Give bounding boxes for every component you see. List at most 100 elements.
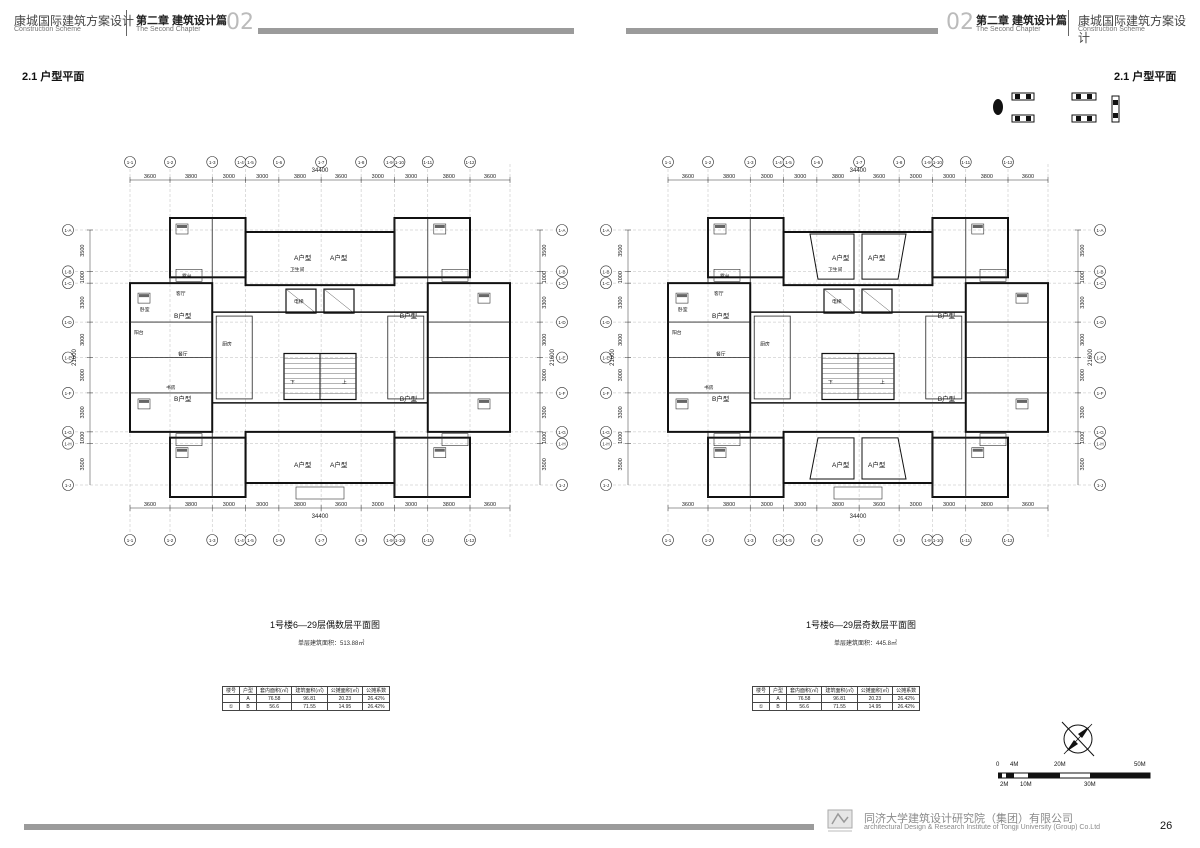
axis-label: 1-8 bbox=[358, 160, 365, 165]
axis-label: 1-G bbox=[602, 430, 610, 435]
table-header-cell: 公摊系数 bbox=[362, 686, 391, 695]
axis-label: 1-D bbox=[1096, 320, 1104, 325]
room-label: 书房 bbox=[166, 384, 176, 391]
dimension-value: 3000 bbox=[80, 334, 86, 346]
axis-label: 1-7 bbox=[318, 160, 325, 165]
bed-pillow bbox=[434, 448, 445, 452]
bed-pillow bbox=[177, 448, 187, 452]
axis-label: 1-3 bbox=[209, 160, 216, 165]
axis-bubble bbox=[315, 156, 327, 168]
axis-bubble bbox=[355, 534, 367, 546]
axis-label: 1-12 bbox=[1003, 538, 1013, 543]
bed-furniture bbox=[477, 398, 491, 410]
balcony bbox=[713, 433, 741, 446]
axis-label: 1-E bbox=[64, 356, 71, 361]
table-cell: 14.95 bbox=[326, 702, 364, 711]
void-space bbox=[809, 233, 855, 280]
unit-a-top-middle bbox=[244, 231, 396, 287]
axis-label: 1-F bbox=[603, 391, 610, 396]
bed-pillow bbox=[972, 448, 983, 452]
dimension-value: 1000 bbox=[1080, 271, 1086, 283]
axis-label: 1-J bbox=[65, 483, 71, 488]
bed-furniture bbox=[433, 223, 447, 235]
dimension-value: 3300 bbox=[542, 406, 548, 418]
balcony bbox=[441, 269, 469, 282]
axis-label: 1-J bbox=[603, 483, 609, 488]
axis-bubble bbox=[62, 387, 74, 399]
axis-bubble bbox=[853, 156, 865, 168]
axis-bubble bbox=[124, 156, 136, 168]
room-label: 上 bbox=[880, 379, 885, 386]
axis-label: 1-C bbox=[64, 281, 72, 286]
axis-label: 1-5 bbox=[785, 160, 792, 165]
dimension-value: 3800 bbox=[832, 502, 844, 508]
axis-bubble bbox=[556, 437, 568, 450]
bed-pillow bbox=[139, 399, 149, 403]
axis-label: 1-4 bbox=[775, 538, 782, 543]
axis-label: 1-9 bbox=[924, 160, 931, 165]
room-label: 上 bbox=[342, 379, 347, 386]
axis-bubble bbox=[62, 479, 74, 491]
footer-company-en: architectural Design & Research Institut… bbox=[864, 824, 1101, 831]
unit-a-bottom-right bbox=[931, 436, 1010, 498]
table-header-row: 楼号户型套内面积(㎡)建筑面积(㎡)公摊面积(㎡)公摊系数 bbox=[751, 686, 921, 695]
room-label: 下 bbox=[828, 380, 833, 386]
axis-label: 1-4 bbox=[237, 538, 244, 543]
bed-pillow bbox=[479, 399, 489, 403]
header-bar bbox=[626, 28, 938, 34]
header-chapter-cn: 第二章 建筑设计篇 bbox=[976, 15, 1068, 27]
axis-label: 1-2 bbox=[167, 538, 174, 543]
dimension-value: 3500 bbox=[542, 458, 548, 470]
kitchen-bath-left bbox=[753, 315, 791, 400]
scale-label: 4M bbox=[1010, 762, 1019, 768]
dimension-value: 3000 bbox=[794, 502, 806, 508]
table-header-row: 楼号户型套内面积(㎡)建筑面积(㎡)公摊面积(㎡)公摊系数 bbox=[221, 686, 391, 695]
axis-label: 1-3 bbox=[747, 160, 754, 165]
table-cell: B bbox=[239, 702, 258, 711]
axis-label: 1-6 bbox=[276, 160, 283, 165]
room-label: B户型 bbox=[938, 394, 956, 403]
axis-bubble bbox=[893, 534, 905, 546]
axis-bubble bbox=[1094, 479, 1106, 491]
dimension-total: 21600 bbox=[1088, 348, 1094, 365]
bed-furniture bbox=[477, 292, 491, 304]
dimension-value: 3800 bbox=[185, 174, 197, 180]
dimension-value: 3000 bbox=[80, 369, 86, 381]
axis-bubble bbox=[1002, 156, 1014, 168]
axis-label: 1-H bbox=[558, 442, 565, 447]
balcony bbox=[441, 433, 469, 446]
dimension-value: 1000 bbox=[1080, 432, 1086, 444]
table-cell: ① bbox=[221, 702, 241, 711]
dimension-value: 3800 bbox=[294, 502, 306, 508]
table-cell: 96.81 bbox=[821, 694, 858, 703]
dimension-value: 3000 bbox=[761, 502, 773, 508]
axis-label: 1-12 bbox=[1003, 160, 1013, 165]
axis-bubble bbox=[811, 156, 823, 168]
axis-label: 1-10 bbox=[395, 160, 405, 165]
table-header-cell: 套内面积(㎡) bbox=[786, 686, 823, 695]
dimension-total: 21600 bbox=[550, 348, 556, 365]
table-header-cell: 公摊系数 bbox=[892, 686, 921, 695]
dimension-value: 3600 bbox=[1022, 174, 1034, 180]
axis-label: 1-2 bbox=[705, 160, 712, 165]
header-chapter-en: The Second Chapter bbox=[976, 26, 1041, 33]
dimension-value: 3800 bbox=[832, 174, 844, 180]
header-divider bbox=[1068, 10, 1069, 36]
unit-a-top-right bbox=[931, 217, 1010, 279]
dimension-value: 3000 bbox=[943, 502, 955, 508]
axis-bubble bbox=[1094, 316, 1106, 328]
header-chapter-number: 02 bbox=[946, 10, 974, 35]
header-bar bbox=[258, 28, 574, 34]
bed-furniture bbox=[675, 398, 689, 410]
axis-label: 1-7 bbox=[856, 160, 863, 165]
axis-label: 1-B bbox=[1096, 269, 1103, 274]
dimension-total: 34400 bbox=[312, 514, 329, 520]
axis-bubble bbox=[893, 156, 905, 168]
table-header-cell: 建筑面积(㎡) bbox=[821, 686, 858, 695]
dimension-total: 21600 bbox=[72, 348, 78, 365]
axis-label: 1-F bbox=[559, 391, 566, 396]
dimension-value: 3000 bbox=[405, 502, 417, 508]
room-label: 卫生间 bbox=[828, 266, 843, 273]
dimension-value: 3800 bbox=[443, 502, 455, 508]
room-label: 厨房 bbox=[760, 341, 770, 348]
